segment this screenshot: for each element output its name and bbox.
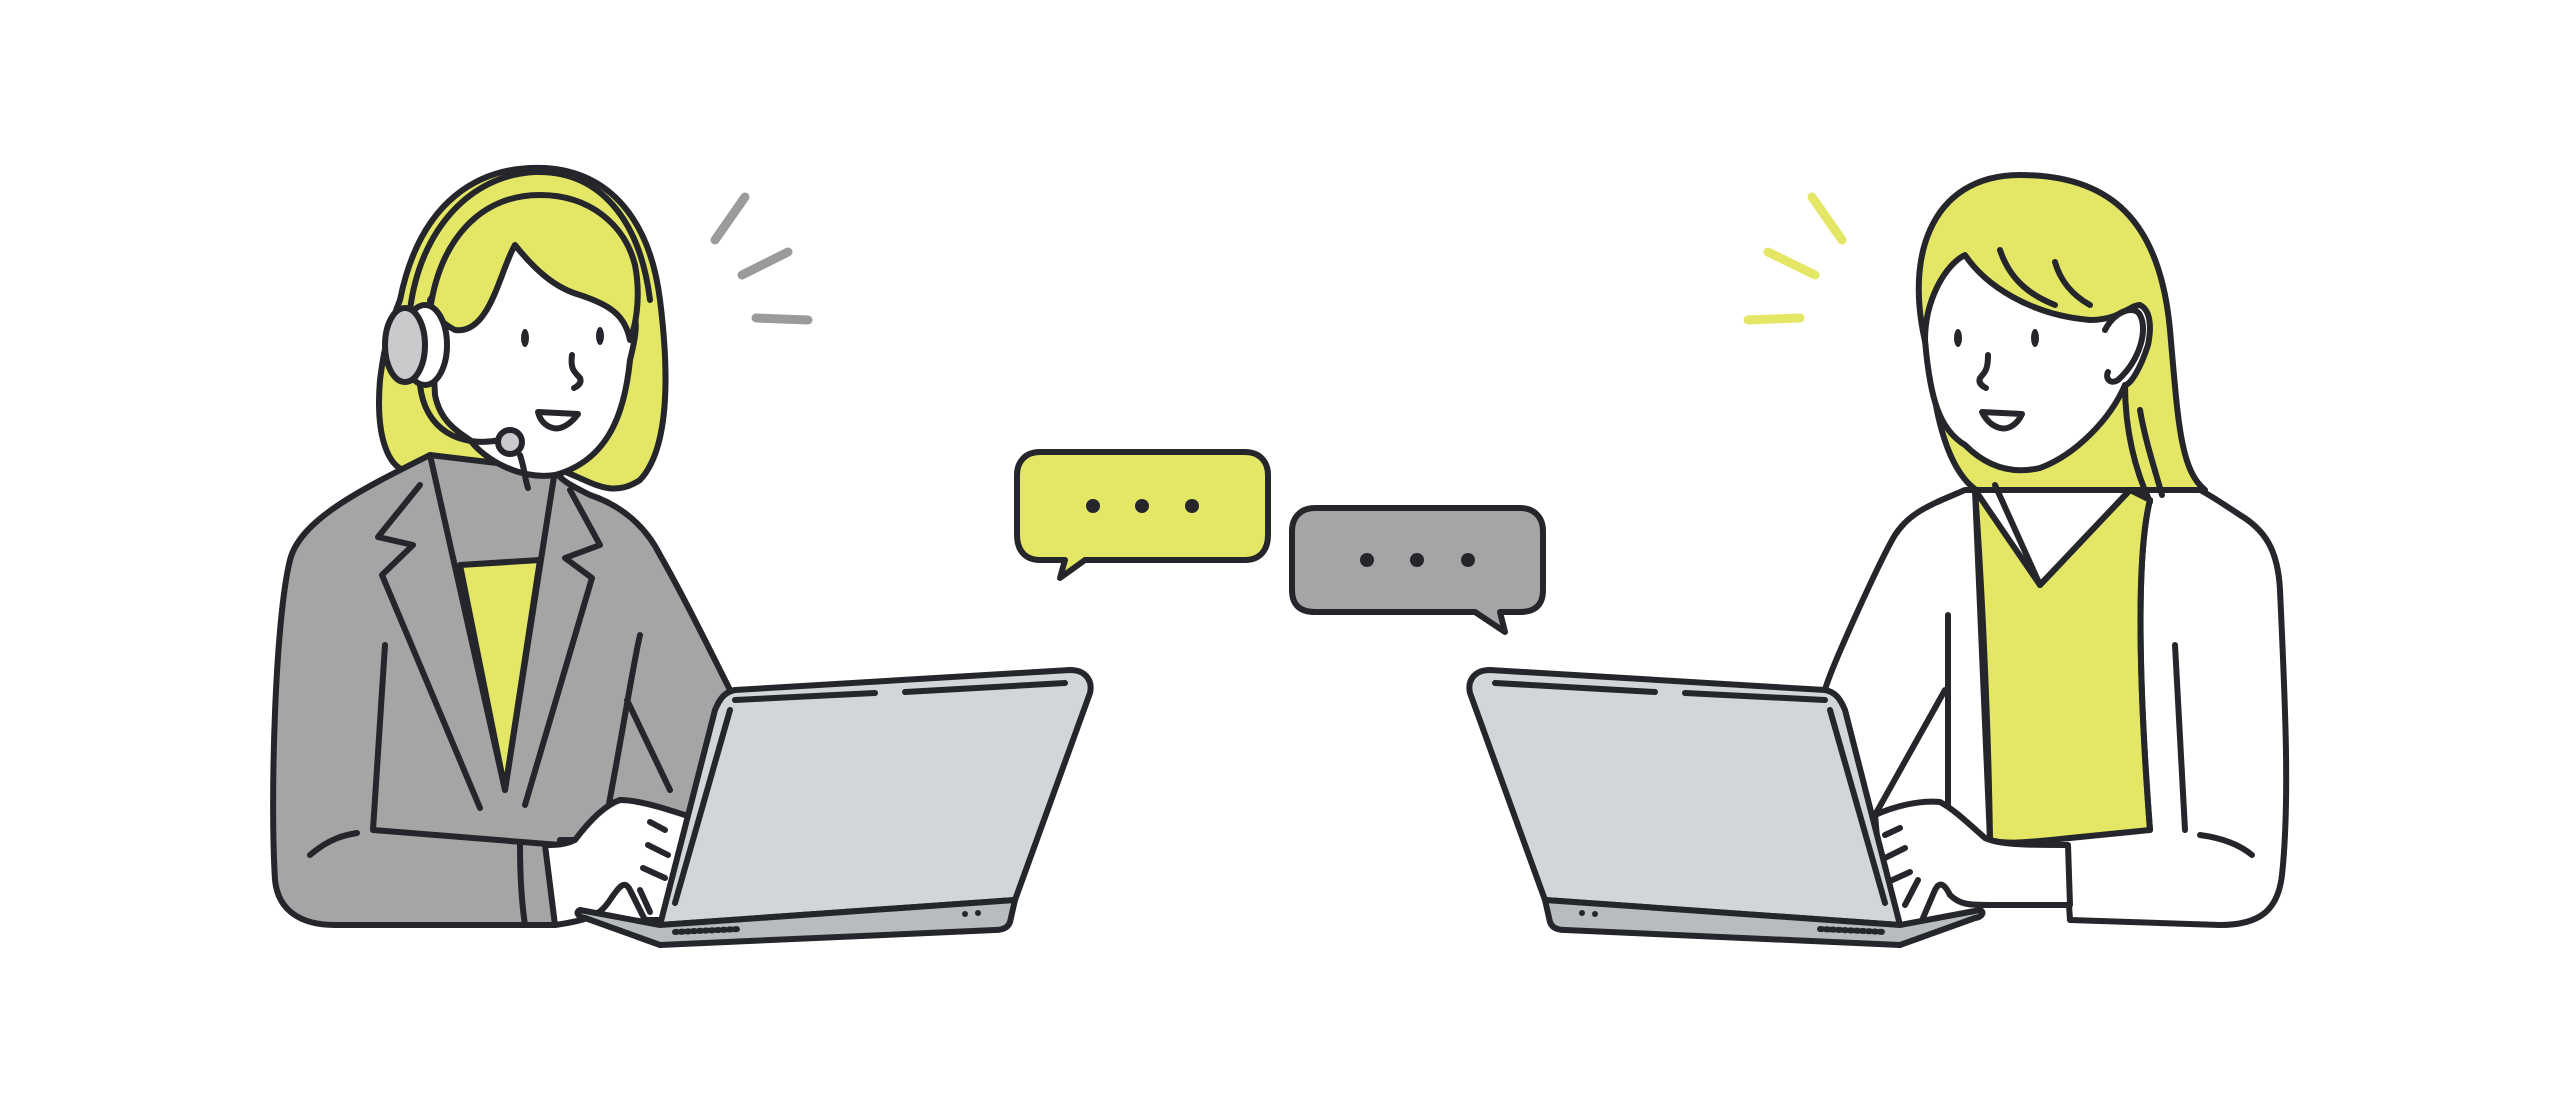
chat-bubble-right-dot-2 xyxy=(1410,553,1424,567)
chat-bubble-right-dot-3 xyxy=(1461,553,1475,567)
chat-bubble-right-dot-1 xyxy=(1360,553,1374,567)
laptop-left-bezel xyxy=(672,680,1068,906)
customer-mouth xyxy=(1979,409,2025,432)
headset-mic xyxy=(495,427,525,457)
laptop-left xyxy=(574,667,1094,948)
right-exclaim-lines xyxy=(1743,192,1847,325)
customer-sleeve-line xyxy=(1872,612,2255,858)
chat-bubble-left-dot-1 xyxy=(1086,499,1100,513)
headset-band xyxy=(407,168,653,313)
agent-lapel-left xyxy=(375,452,508,811)
laptop-right-led-1 xyxy=(1579,910,1585,916)
chat-bubble-left xyxy=(1014,449,1271,581)
headset-earcup xyxy=(382,305,428,385)
customer-eye-left xyxy=(1954,329,1962,347)
laptop-right-led-2 xyxy=(1592,911,1598,917)
agent-eye-right xyxy=(596,327,604,345)
customer-neckline xyxy=(1992,482,2133,588)
customer-hand xyxy=(1872,798,2073,928)
chat-bubble-left-dot-2 xyxy=(1135,499,1149,513)
customer-fingers xyxy=(1882,825,1921,908)
agent-fingers xyxy=(637,819,671,915)
customer-eye-right xyxy=(2031,329,2039,347)
customer-ear xyxy=(2102,307,2146,385)
customer-hair-strands xyxy=(1997,247,2165,505)
agent-eye-left xyxy=(521,329,529,347)
customer-nose xyxy=(1976,352,1991,391)
chat-bubble-right xyxy=(1289,505,1546,635)
agent-hair-front xyxy=(427,192,641,343)
headset-cable xyxy=(517,452,531,491)
customer-woman xyxy=(1822,172,2290,928)
chat-bubble-left-dot-3 xyxy=(1185,499,1199,513)
agent-lapel-right xyxy=(502,467,603,808)
laptop-left-screen xyxy=(657,667,1094,928)
headset-mic-boom xyxy=(417,382,503,445)
laptop-right-vent xyxy=(1817,926,1888,935)
agent-arm-line xyxy=(602,632,673,828)
left-exclaim-lines xyxy=(710,192,813,325)
support-agent xyxy=(270,164,733,928)
agent-jacket-seam xyxy=(307,642,563,928)
laptop-right xyxy=(1466,667,1986,948)
laptop-left-led-2 xyxy=(975,910,981,916)
laptop-left-led-1 xyxy=(962,911,968,917)
agent-nose xyxy=(568,352,584,391)
customer-cardigan-edge xyxy=(1972,487,2153,843)
laptop-left-vent xyxy=(672,926,743,935)
laptop-right-screen xyxy=(1466,667,1903,928)
laptop-right-bezel xyxy=(1492,680,1888,906)
agent-mouth xyxy=(535,409,581,432)
